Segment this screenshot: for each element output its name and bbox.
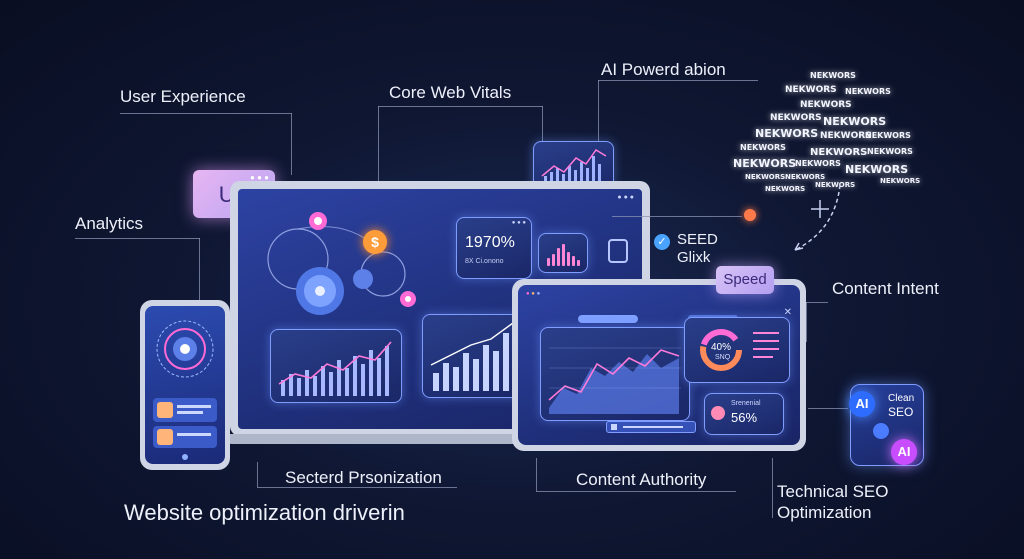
avatar-icon: [157, 429, 173, 445]
orange-dot-icon: [744, 209, 756, 221]
close-icon: ✕: [783, 307, 792, 318]
connector-line: [536, 491, 736, 492]
home-button-icon: [182, 454, 188, 460]
profile-card: [153, 398, 217, 422]
keyword: NEKWORS: [765, 185, 806, 193]
bar-chart-right: [422, 314, 526, 398]
connector-line: [806, 302, 807, 342]
content-intent-label: Content Intent: [832, 279, 939, 298]
progress-bar: [606, 421, 696, 433]
keyword: NEKWORS: [823, 115, 887, 128]
ai-chip-icon: AI: [891, 439, 917, 465]
dollar-icon: $: [363, 230, 387, 254]
connector-line: [808, 408, 848, 409]
laptop-base: [224, 434, 656, 444]
phone-screen: [145, 306, 225, 464]
window-dots: ● ● ●: [526, 291, 541, 297]
ring-value: 40%: [711, 342, 732, 353]
speed-badge: Speed: [716, 266, 774, 294]
mic-icon: [873, 423, 889, 439]
core-web-vitals-label: Core Web Vitals: [389, 83, 512, 102]
connector-line: [120, 113, 292, 114]
percent-card-value: 56%: [731, 410, 758, 425]
ring-sub: SNQ: [715, 354, 731, 361]
connector-line: [291, 113, 292, 175]
seed-title: SEED: [677, 231, 718, 248]
connector-line: [257, 462, 258, 487]
tablet: ● ● ● ✕ 40% SNQ Sren: [512, 279, 806, 451]
window-dots: ● ● ●: [617, 194, 634, 201]
keyword: NEKWORS: [845, 163, 909, 176]
keyword: NEKWORS: [810, 71, 856, 80]
user-experience-label: User Experience: [120, 87, 246, 106]
content-authority-label: Content Authority: [576, 470, 707, 489]
ai-powered-label: AI Powerd abion: [601, 60, 726, 79]
stat-sub: 8X Ci.onono: [465, 258, 504, 265]
keyword: NEKWORS: [800, 100, 852, 110]
avatar-icon: [157, 402, 173, 418]
secterd-prsonization-label: Secterd Prsonization: [285, 468, 442, 487]
stat-card: ● ● ● 1970% 8X Ci.onono: [456, 217, 532, 279]
keyword: NEKWORS: [867, 147, 913, 156]
speed-badge-text: Speed: [723, 271, 767, 288]
connector-line: [75, 238, 200, 239]
percent-card-label: Srenenial: [731, 400, 761, 407]
keyword: NEKWORS: [815, 181, 856, 189]
connector-line: [806, 302, 828, 303]
donut-icon: [700, 329, 742, 371]
keyword: NEKWORS: [770, 113, 822, 123]
tablet-line-chart: [540, 327, 690, 421]
orbit-graphic: [267, 212, 416, 315]
keyword: NEKWORS: [785, 173, 826, 181]
keyword: NEKWORS: [745, 173, 786, 181]
optimization-label: Optimization: [777, 503, 872, 522]
phone: [140, 300, 230, 470]
mini-bar-card: [538, 233, 588, 273]
check-shield-icon: ✓: [654, 234, 670, 250]
profile-card: [153, 426, 217, 448]
toolbar-pill: [578, 315, 638, 323]
stat-value: 1970%: [465, 234, 515, 251]
connector-line: [612, 216, 742, 217]
tablet-ring-card: 40% SNQ: [684, 317, 790, 383]
keyword: NEKWORS: [820, 131, 872, 141]
connector-line: [378, 106, 379, 182]
lock-icon: [608, 239, 628, 263]
keyword: NEKWORS: [880, 177, 921, 185]
connector-line: [542, 106, 543, 142]
keyword: NEKWORS: [733, 157, 797, 170]
connector-line: [257, 487, 457, 488]
keyword-cloud: NEKWORS NEKWORS NEKWORS NEKWORS NEKWORS …: [725, 65, 925, 195]
footer-title: Website optimization driverin: [124, 500, 405, 525]
clean-label: Clean: [888, 393, 915, 404]
keyword: NEKWORS: [865, 131, 911, 140]
radar-graphic: [156, 320, 214, 378]
ai-seo-card: AI Clean SEO AI: [849, 384, 924, 466]
keyword: NEKWORS: [755, 127, 819, 140]
connector-line: [536, 458, 537, 491]
keyword: NEKWORS: [845, 87, 891, 96]
ai-chip-icon: AI: [849, 391, 875, 417]
connector-line: [598, 80, 599, 144]
connector-line: [199, 238, 200, 302]
tablet-screen: ● ● ● ✕ 40% SNQ Sren: [518, 285, 800, 445]
seed-sub: Glixk: [677, 249, 711, 266]
technical-seo-label: Technical SEO: [777, 482, 889, 501]
seo-label: SEO: [888, 405, 914, 419]
analytics-label: Analytics: [75, 214, 144, 233]
dashed-arrow: [794, 184, 841, 251]
keyword: NEKWORS: [795, 159, 841, 168]
connector-line: [378, 106, 543, 107]
bar-chart-left: [270, 329, 402, 403]
connector-line: [598, 80, 758, 81]
keyword: NEKWORS: [785, 85, 837, 95]
rose-icon: [711, 406, 725, 420]
tablet-percent-card: Srenenial 56%: [704, 393, 784, 435]
connector-line: [772, 458, 773, 518]
keyword: NEKWORS: [810, 147, 868, 158]
keyword: NEKWORS: [740, 143, 786, 152]
